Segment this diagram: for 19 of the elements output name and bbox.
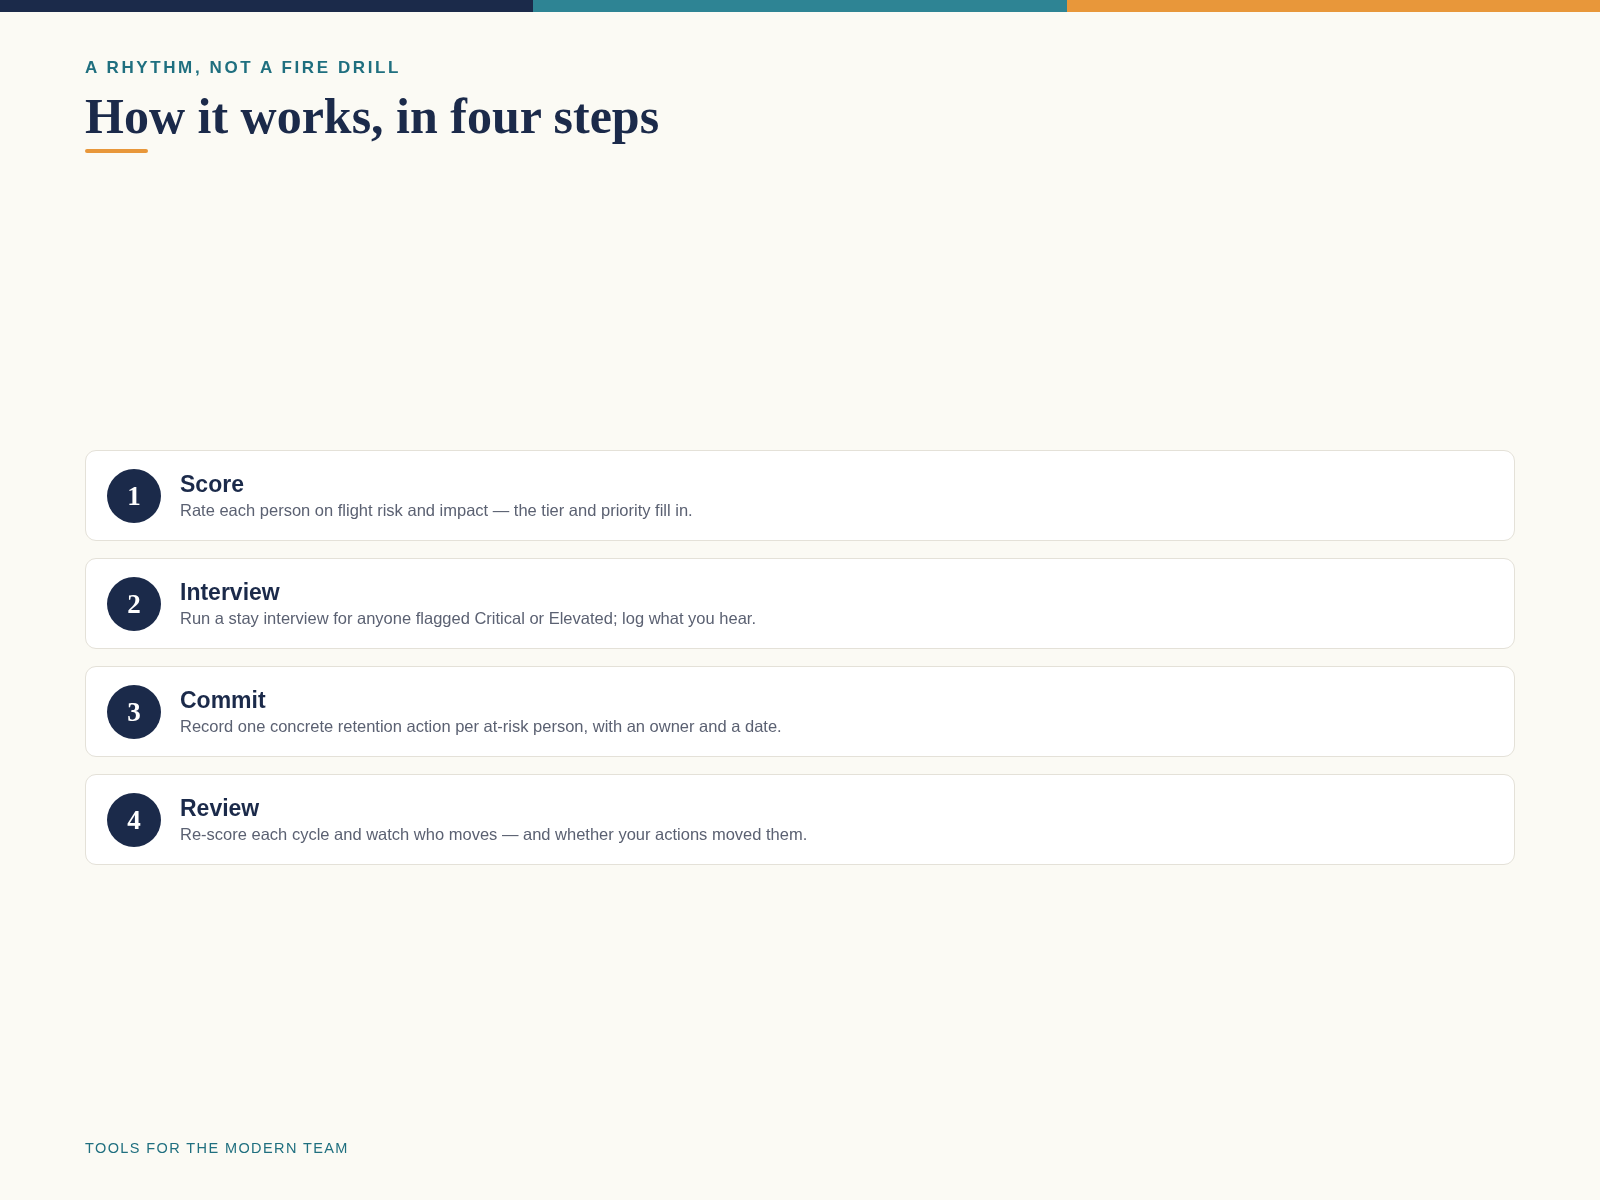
step-title: Commit <box>180 686 267 714</box>
step-number: 2 <box>107 577 161 631</box>
step-title: Review <box>180 794 261 822</box>
footer-tagline: TOOLS FOR THE MODERN TEAM <box>85 1140 349 1156</box>
step-description: Run a stay interview for anyone flagged Critical or Elevated; log what you hear. <box>180 608 757 629</box>
step-card <box>85 450 1515 541</box>
step-title: Interview <box>180 578 281 606</box>
step-title: Score <box>180 470 245 498</box>
step-number: 3 <box>107 685 161 739</box>
step-description: Re-score each cycle and watch who moves — and whether your actions moved them. <box>180 824 809 845</box>
step-card <box>85 558 1515 649</box>
step-number: 4 <box>107 793 161 847</box>
step-description: Record one concrete retention action per at-risk person, with an owner and a date. <box>180 716 783 737</box>
eyebrow-text: A RHYTHM, NOT A FIRE DRILL <box>85 58 401 78</box>
step-number: 1 <box>107 469 161 523</box>
slide-title: How it works, in four steps <box>85 87 660 146</box>
step-card <box>85 666 1515 757</box>
step-card <box>85 774 1515 865</box>
step-description: Rate each person on flight risk and impact — the tier and priority fill in. <box>180 500 694 521</box>
